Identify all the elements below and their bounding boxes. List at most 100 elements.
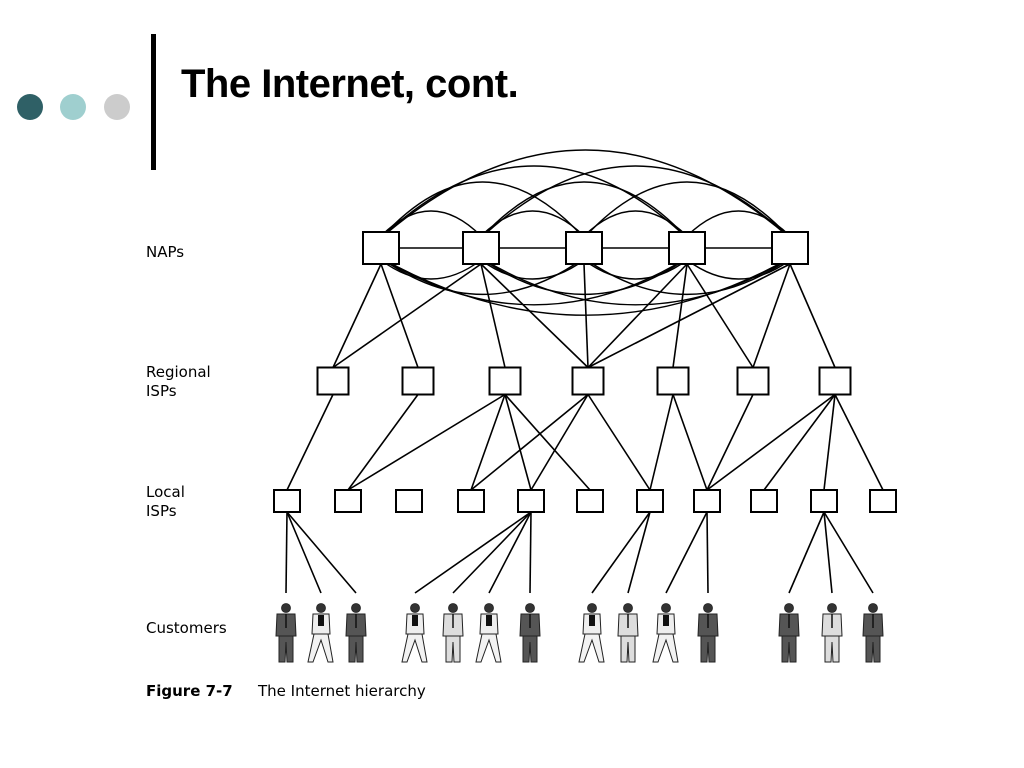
local-isp-node [273, 489, 301, 513]
local-customer-link [529, 511, 532, 594]
man-figure [778, 603, 800, 663]
regional-local-link [530, 394, 589, 491]
local-customer-link [706, 511, 709, 594]
nap-arc-adjacent-bottom [686, 259, 791, 280]
title-divider [151, 34, 156, 170]
regional-isp-node [316, 366, 350, 396]
nap-regional-link [480, 263, 506, 368]
regional-local-link [347, 393, 506, 491]
regional-isp-node [488, 366, 522, 396]
nap-arc-adjacent-top [686, 210, 791, 237]
local-isp-node [334, 489, 362, 513]
local-isp-node [457, 489, 485, 513]
slide-title: The Internet, cont. [181, 62, 519, 106]
nap-regional-link [332, 263, 482, 369]
man-figure [345, 603, 367, 663]
regional-local-link [672, 394, 708, 491]
dark-teal-dot [17, 94, 43, 120]
regional-local-link [706, 394, 754, 491]
regional-local-link [587, 394, 651, 491]
local-customer-link [488, 511, 532, 594]
regional-local-link [649, 394, 674, 491]
level-label-customers: Customers [146, 619, 227, 637]
nap-node [668, 231, 706, 265]
nap-regional-link [587, 263, 688, 369]
customer-figures [275, 603, 884, 663]
local-isp-node [750, 489, 778, 513]
local-customer-link [591, 511, 651, 594]
man-figure [862, 603, 884, 663]
nap-arc-adjacent-top [480, 210, 585, 237]
local-customer-link [414, 511, 532, 594]
local-customer-link [286, 511, 357, 594]
woman-figure [307, 603, 334, 663]
local-customer-link [627, 511, 651, 594]
local-customer-link [823, 511, 874, 594]
nap-arc-adjacent-top [380, 210, 482, 237]
regional-local-link [470, 394, 506, 491]
regional-isp-node [571, 366, 605, 396]
nap-regional-link [583, 263, 589, 368]
man-figure [442, 603, 464, 663]
regional-local-link [763, 394, 836, 491]
nap-regional-link [587, 263, 791, 369]
hierarchy-links [285, 263, 884, 594]
woman-figure [401, 603, 428, 663]
local-customer-link [452, 511, 532, 594]
nap-regional-link [672, 263, 688, 368]
nap-arc-top [480, 165, 791, 239]
nap-regional-link [380, 263, 419, 368]
regional-isp-node [736, 366, 770, 396]
regional-local-link [286, 394, 334, 491]
local-isp-node [810, 489, 838, 513]
level-label-regional-line2: ISPs [146, 382, 177, 400]
local-customer-link [285, 511, 288, 594]
local-isp-node [869, 489, 897, 513]
regional-local-link [834, 394, 884, 491]
local-isp-node [693, 489, 721, 513]
local-customer-link [823, 511, 833, 594]
nap-arc-top [380, 149, 791, 239]
regional-isp-node [401, 366, 435, 396]
woman-figure [578, 603, 605, 663]
regional-local-link [347, 394, 419, 491]
level-label-naps: NAPs [146, 243, 184, 261]
figure-number: Figure 7-7 [146, 682, 233, 700]
light-teal-dot [60, 94, 86, 120]
woman-figure [652, 603, 679, 663]
nap-node [362, 231, 400, 265]
nap-node [565, 231, 603, 265]
nap-regional-link [752, 263, 791, 368]
nap-arc-adjacent-top [583, 210, 688, 237]
nap-node [771, 231, 809, 265]
nap-arc-adjacent-bottom [480, 259, 585, 280]
nap-arc-top [380, 165, 688, 239]
nap-arc-top [380, 181, 585, 239]
regional-isp-node [818, 366, 852, 396]
local-customer-link [665, 511, 708, 594]
nap-arc-bottom [380, 257, 688, 306]
nap-arc-bottom [480, 257, 791, 306]
nap-arc-top [480, 181, 688, 239]
man-figure [275, 603, 297, 663]
man-figure [617, 603, 639, 663]
nap-regional-link [789, 263, 836, 368]
regional-local-link [504, 394, 532, 491]
level-label-regional-line1: Regional [146, 363, 211, 381]
regional-local-link [823, 394, 836, 491]
man-figure [519, 603, 541, 663]
man-figure [697, 603, 719, 663]
regional-isp-node [656, 366, 690, 396]
nap-regional-link [686, 263, 754, 368]
local-isp-node [576, 489, 604, 513]
regional-local-link [504, 393, 591, 491]
man-figure [821, 603, 843, 663]
nap-node [462, 231, 500, 265]
nap-regional-link [480, 263, 589, 369]
hierarchy-nodes [273, 231, 897, 513]
local-isp-node [636, 489, 664, 513]
nap-arc-adjacent-bottom [380, 259, 482, 280]
local-isp-node [517, 489, 545, 513]
level-label-local-line1: Local [146, 483, 185, 501]
